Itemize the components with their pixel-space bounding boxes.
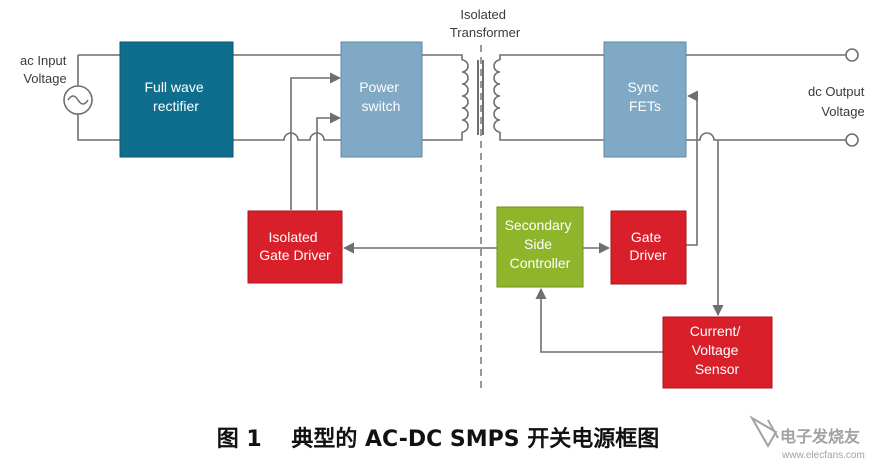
secondary-wiring: [493, 54, 604, 141]
watermark-url: www.elecfans.com: [781, 450, 865, 461]
power-switch-label-1: Power: [359, 79, 399, 95]
output-terminal-negative: [845, 133, 859, 147]
isolated-driver-label-1: Isolated: [269, 229, 318, 245]
output-terminal-positive: [845, 48, 859, 62]
secondary-controller-block: Secondary Side Controller: [496, 206, 584, 288]
primary-coil-icon: [461, 59, 469, 133]
isolated-gate-driver-block: Isolated Gate Driver: [247, 210, 343, 284]
sensor-block: Current/ Voltage Sensor: [662, 316, 773, 389]
controller-label-3: Controller: [510, 255, 571, 271]
figure-caption: 图 1 典型的 AC-DC SMPS 开关电源框图: [217, 426, 660, 452]
controller-label-1: Secondary: [505, 217, 572, 233]
sensor-label-3: Sensor: [695, 361, 740, 377]
secondary-coil-icon: [493, 59, 501, 133]
sensor-label-1: Current/: [690, 323, 741, 339]
dc-bus-wiring: [233, 54, 341, 141]
sync-fets-label-2: FETs: [629, 98, 661, 114]
svg-text:Gate Driver: Gate Driver: [629, 229, 667, 263]
sensor-label-2: Voltage: [692, 342, 739, 358]
transformer-core: [477, 45, 484, 388]
output-wiring: [686, 48, 859, 147]
svg-text:Current/ Voltage S: Current/ Voltage Sensor: [690, 323, 744, 377]
watermark-logo-icon: [749, 415, 779, 449]
sync-fets-block: Sync FETs: [603, 41, 687, 158]
power-switch-block: Power switch: [340, 41, 423, 158]
gate-driver-label-1: Gate: [631, 229, 662, 245]
rectifier-block: Full wave rectifier: [119, 41, 234, 158]
gate-driver-label-2: Driver: [629, 247, 667, 263]
rectifier-label-2: rectifier: [153, 98, 199, 114]
power-switch-label-2: switch: [362, 98, 401, 114]
svg-text:Full wave rectifier: Full wave rectifier: [144, 79, 207, 114]
gate-drive-lines: [290, 72, 342, 210]
gate-driver-block: Gate Driver: [610, 210, 687, 285]
primary-wiring: [422, 54, 469, 141]
gate-driver-to-fets: [686, 90, 699, 246]
transformer-label: Isolated Transformer: [450, 7, 521, 40]
ac-input-wiring: [63, 54, 120, 141]
svg-text:Power switch: Power switch: [359, 79, 403, 114]
watermark: 电子发烧友 www.elecfans.com: [749, 415, 865, 461]
isolated-driver-label-2: Gate Driver: [259, 247, 331, 263]
watermark-text: 电子发烧友: [780, 427, 861, 446]
svg-text:Isolated Gate Driver: Isolated Gate Driver: [259, 229, 331, 263]
svg-text:Secondary Side Con: Secondary Side Controller: [505, 217, 576, 271]
sensor-feedback: [535, 287, 663, 353]
ac-input-label: ac Input Voltage: [20, 53, 70, 86]
controller-label-2: Side: [524, 236, 552, 252]
svg-text:Sync FETs: Sync FETs: [627, 79, 662, 114]
dc-output-label: dc Output Voltage: [808, 84, 868, 119]
sync-fets-label-1: Sync: [627, 79, 658, 95]
rectifier-label-1: Full wave: [144, 79, 203, 95]
